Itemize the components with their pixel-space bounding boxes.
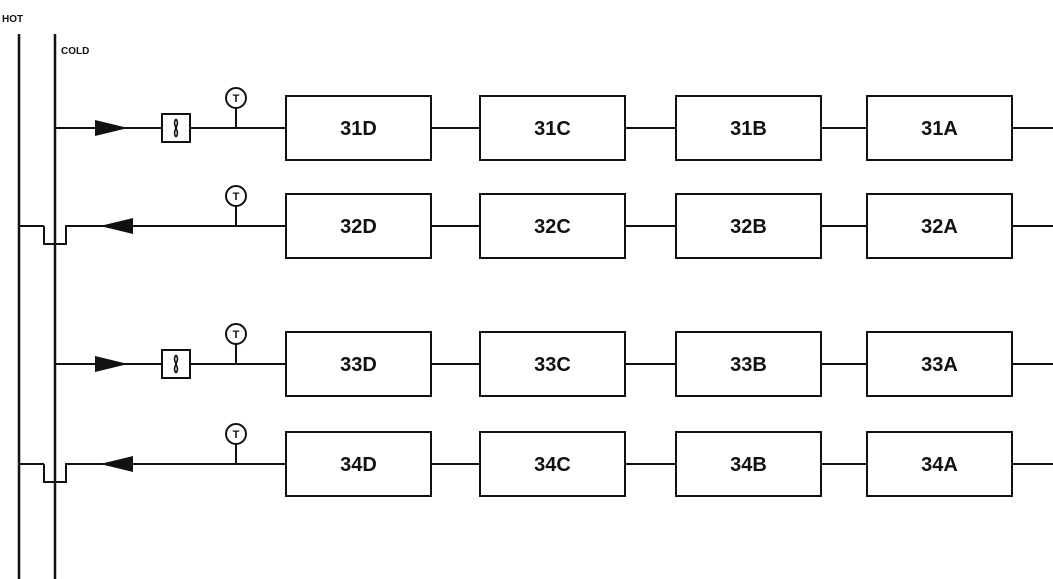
unit-label-32B: 32B bbox=[730, 216, 767, 238]
unit-box-32D bbox=[285, 193, 432, 259]
flow-arrow-right bbox=[95, 356, 128, 372]
unit-label-31C: 31C bbox=[534, 118, 571, 140]
unit-label-34D: 34D bbox=[340, 454, 377, 476]
gauge-symbol: T bbox=[233, 191, 240, 203]
unit-box-34A bbox=[866, 431, 1013, 497]
unit-box-33D bbox=[285, 331, 432, 397]
unit-label-33D: 33D bbox=[340, 354, 377, 376]
thermometer-gauge-icon bbox=[225, 87, 247, 109]
crossover-jog bbox=[43, 225, 286, 245]
unit-box-31A bbox=[866, 95, 1013, 161]
unit-box-33A bbox=[866, 331, 1013, 397]
valve-icon bbox=[173, 118, 179, 138]
unit-box-32B bbox=[675, 193, 822, 259]
crossover-jog bbox=[43, 463, 286, 483]
gauge-symbol: T bbox=[233, 429, 240, 441]
header-pipes: HOT COLD bbox=[2, 14, 89, 579]
unit-box-31B bbox=[675, 95, 822, 161]
thermometer-gauge-icon bbox=[225, 185, 247, 207]
unit-label-33C: 33C bbox=[534, 354, 571, 376]
gauge-symbol: T bbox=[233, 329, 240, 341]
thermometer-gauge-icon bbox=[225, 423, 247, 445]
circuit-row-32: T 32D 32C 32B 32A bbox=[19, 185, 1053, 259]
flow-arrow-left bbox=[100, 218, 133, 234]
unit-label-34B: 34B bbox=[730, 454, 767, 476]
unit-box-34D bbox=[285, 431, 432, 497]
unit-box-31D bbox=[285, 95, 432, 161]
circuit-row-31: T 31D 31C 31B 31A bbox=[55, 87, 1053, 161]
unit-label-34C: 34C bbox=[534, 454, 571, 476]
unit-box-34B bbox=[675, 431, 822, 497]
unit-label-31D: 31D bbox=[340, 118, 377, 140]
unit-label-34A: 34A bbox=[921, 454, 958, 476]
unit-label-33B: 33B bbox=[730, 354, 767, 376]
unit-label-32D: 32D bbox=[340, 216, 377, 238]
unit-label-33A: 33A bbox=[921, 354, 958, 376]
unit-box-33C bbox=[479, 331, 626, 397]
circuit-row-34: T 34D 34C 34B 34A bbox=[19, 423, 1053, 497]
hot-label: HOT bbox=[2, 14, 23, 25]
unit-box-33B bbox=[675, 331, 822, 397]
circuit-row-33: T 33D 33C 33B 33A bbox=[55, 323, 1053, 397]
flow-arrow-right bbox=[95, 120, 128, 136]
flow-arrow-left bbox=[100, 456, 133, 472]
unit-label-32A: 32A bbox=[921, 216, 958, 238]
cold-label: COLD bbox=[61, 46, 89, 57]
thermometer-gauge-icon bbox=[225, 323, 247, 345]
unit-label-32C: 32C bbox=[534, 216, 571, 238]
unit-label-31A: 31A bbox=[921, 118, 958, 140]
unit-label-31B: 31B bbox=[730, 118, 767, 140]
gauge-symbol: T bbox=[233, 93, 240, 105]
valve-icon bbox=[173, 354, 179, 374]
